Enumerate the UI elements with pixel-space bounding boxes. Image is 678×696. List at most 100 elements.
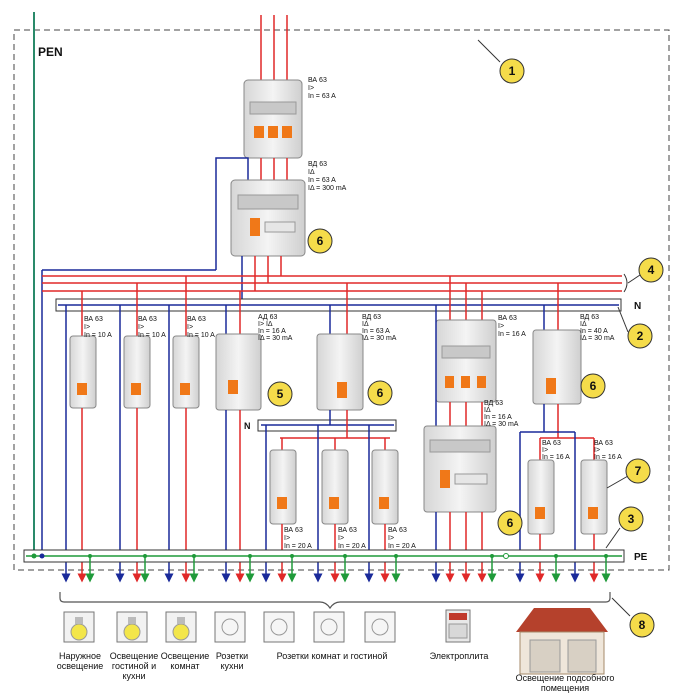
svg-text:In = 10 A: In = 10 A — [138, 332, 166, 339]
branch-breaker-1-spec: ВА 63 I> In = 10 A — [84, 316, 112, 339]
svg-text:ВД 63: ВД 63 — [580, 314, 599, 321]
sub-neutral-label: N — [244, 421, 251, 431]
house-icon — [516, 608, 608, 675]
sub-breaker-2-spec: ВА 63 I> In = 20 A — [338, 527, 366, 550]
vd-mid-spec: ВД 63 IΔ In = 63 A IΔ = 30 mA — [362, 314, 397, 342]
svg-text:I>: I> — [187, 324, 193, 331]
bulb-icon — [116, 611, 148, 643]
bulb-icon — [63, 611, 95, 643]
pe-label: PE — [634, 552, 648, 563]
svg-text:ВА 63: ВА 63 — [542, 440, 561, 447]
svg-text:In = 16 A: In = 16 A — [542, 454, 570, 461]
svg-text:ВА 63: ВА 63 — [388, 527, 407, 534]
main-breaker — [243, 79, 303, 159]
svg-text:IΔ = 30 mA: IΔ = 30 mA — [362, 335, 397, 342]
svg-text:5: 5 — [277, 387, 284, 401]
svg-text:IΔ: IΔ — [484, 407, 491, 414]
right-rcd — [532, 283, 582, 405]
callout-6: 6 — [367, 380, 393, 406]
svg-text:I>: I> — [84, 324, 90, 331]
svg-text:I>: I> — [308, 85, 314, 92]
svg-text:IΔ: IΔ — [362, 321, 369, 328]
callout-7: 7 — [606, 458, 651, 489]
callout-6: 6 — [307, 228, 333, 254]
svg-text:4: 4 — [648, 263, 655, 277]
pe-drops — [85, 553, 611, 583]
socket-icon — [263, 611, 295, 643]
sub-breaker-3-spec: ВА 63 I> In = 20 A — [388, 527, 416, 550]
socket-icon — [214, 611, 246, 643]
svg-text:IΔ: IΔ — [308, 169, 315, 176]
svg-text:In = 20 A: In = 20 A — [284, 543, 312, 550]
consumer-brace — [59, 592, 611, 610]
socket-icon — [364, 611, 396, 643]
callout-6: 6 — [497, 510, 523, 536]
callout-2: 2 — [617, 306, 653, 349]
svg-text:In = 10 A: In = 10 A — [187, 332, 215, 339]
svg-text:1: 1 — [509, 64, 516, 78]
neutral-label: N — [634, 301, 641, 312]
svg-text:ВА 63: ВА 63 — [284, 527, 303, 534]
svg-text:In = 16 A: In = 16 A — [594, 454, 622, 461]
pen-label: PEN — [38, 45, 63, 59]
svg-text:I>: I> — [498, 323, 504, 330]
svg-text:In = 20 A: In = 20 A — [338, 543, 366, 550]
svg-text:ВА 63: ВА 63 — [308, 77, 327, 84]
svg-text:ВА 63: ВА 63 — [187, 316, 206, 323]
callout-1: 1 — [477, 39, 525, 84]
svg-text:In = 20 A: In = 20 A — [388, 543, 416, 550]
right-rcd-spec: ВД 63 IΔ In = 40 A IΔ = 30 mA — [580, 314, 615, 342]
three-pole-breaker — [435, 276, 497, 403]
consumer-label-rooms-light: Освещение комнат — [160, 651, 210, 671]
callout-4: 4 — [623, 257, 664, 293]
branch-breaker-3-spec: ВА 63 I> In = 10 A — [187, 316, 215, 339]
consumer-label-outdoor: Наружное освещение — [56, 651, 104, 671]
svg-text:I> IΔ: I> IΔ — [258, 321, 273, 328]
svg-text:ВД 63: ВД 63 — [362, 314, 381, 321]
svg-text:6: 6 — [317, 234, 324, 248]
svg-text:I>: I> — [594, 447, 600, 454]
main-rcd — [230, 179, 306, 257]
svg-text:IΔ = 30 mA: IΔ = 30 mA — [258, 335, 293, 342]
consumer-label-aux-light: Освещение подсобного помещения — [515, 673, 615, 693]
callout-8: 8 — [611, 597, 655, 638]
consumer-label-kitchen-sockets: Розетки кухни — [215, 651, 249, 671]
right-breaker-1 — [515, 432, 555, 583]
svg-text:6: 6 — [507, 516, 514, 530]
enclosure-border — [13, 29, 670, 571]
svg-text:IΔ = 30 mA: IΔ = 30 mA — [580, 335, 615, 342]
svg-text:7: 7 — [635, 464, 642, 478]
ad63-spec: АД 63 I> IΔ In = 16 A IΔ = 30 mA — [258, 314, 293, 342]
consumer-label-stove: Электроплита — [429, 651, 489, 661]
sub-breaker-1-spec: ВА 63 I> In = 20 A — [284, 527, 312, 550]
svg-text:In = 16 A: In = 16 A — [484, 414, 512, 421]
main-breaker-spec: ВА 63 I> In = 63 A — [308, 77, 336, 100]
right-breaker-1-spec: ВА 63 I> In = 16 A — [542, 440, 570, 461]
svg-text:I>: I> — [138, 324, 144, 331]
svg-text:In = 10 A: In = 10 A — [84, 332, 112, 339]
svg-text:ВД 63: ВД 63 — [308, 161, 327, 168]
socket-icon — [313, 611, 345, 643]
branch-breaker-2 — [123, 283, 151, 583]
svg-text:2: 2 — [637, 329, 644, 343]
svg-text:ВА 63: ВА 63 — [338, 527, 357, 534]
svg-text:IΔ: IΔ — [580, 321, 587, 328]
consumer-label-room-sockets: Розетки комнат и гостиной — [276, 651, 388, 661]
svg-text:I>: I> — [338, 535, 344, 542]
stove-icon — [445, 609, 471, 643]
svg-text:In = 16 A: In = 16 A — [498, 331, 526, 338]
svg-text:8: 8 — [639, 618, 646, 632]
svg-text:In = 63 A: In = 63 A — [362, 328, 390, 335]
svg-text:6: 6 — [377, 386, 384, 400]
branch-breaker-2-spec: ВА 63 I> In = 10 A — [138, 316, 166, 339]
svg-text:ВА 63: ВА 63 — [138, 316, 157, 323]
svg-text:I>: I> — [542, 447, 548, 454]
svg-text:In = 40 A: In = 40 A — [580, 328, 608, 335]
svg-text:ВА 63: ВА 63 — [594, 440, 613, 447]
right-breaker-2-spec: ВА 63 I> In = 16 A — [594, 440, 622, 461]
consumer-label-living-kitchen: Освещение гостиной и кухни — [109, 651, 159, 681]
svg-text:3: 3 — [628, 512, 635, 526]
svg-text:IΔ = 300 mA: IΔ = 300 mA — [308, 185, 347, 192]
svg-text:ВА 63: ВА 63 — [84, 316, 103, 323]
